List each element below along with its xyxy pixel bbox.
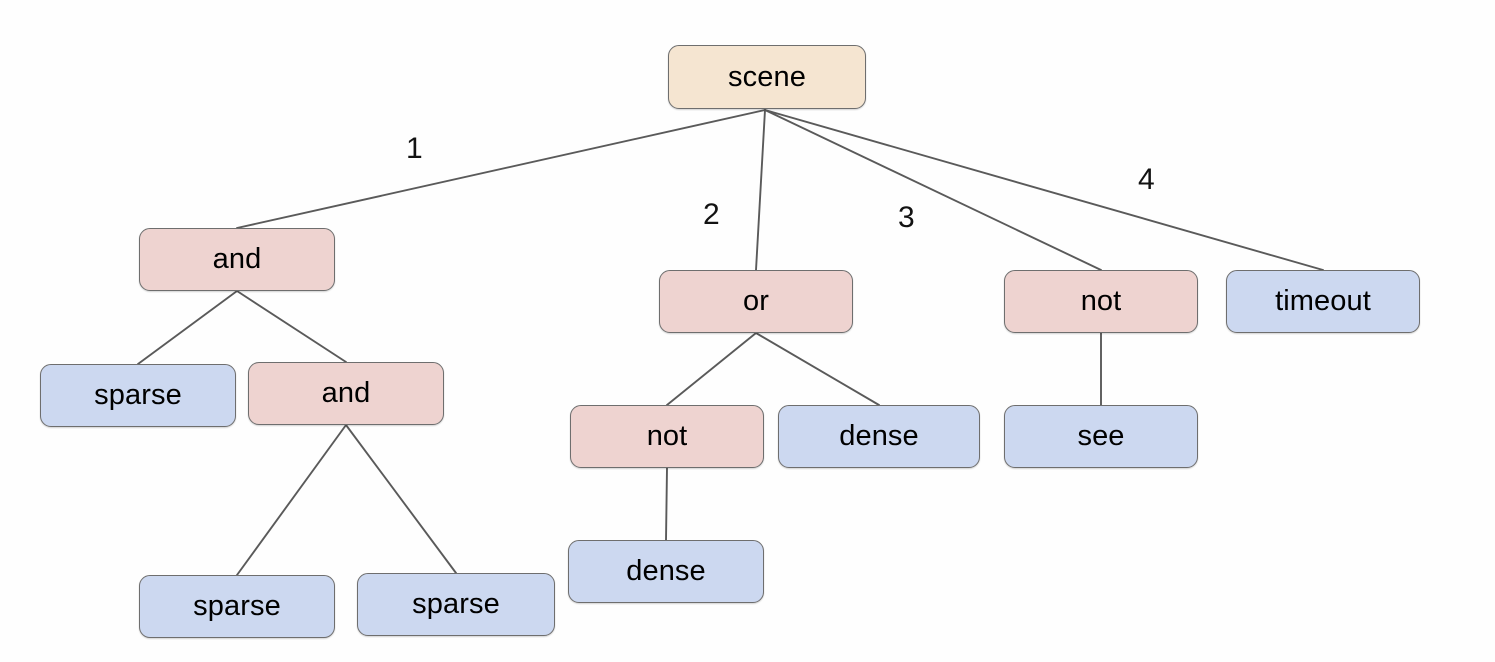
tree-node-label: sparse xyxy=(193,590,281,622)
tree-node-label: timeout xyxy=(1275,285,1371,317)
tree-node-not1[interactable]: not xyxy=(1004,270,1198,333)
tree-edge xyxy=(755,332,880,406)
tree-edge xyxy=(345,424,457,574)
tree-node-and2[interactable]: and xyxy=(248,362,444,425)
tree-node-not2[interactable]: not xyxy=(570,405,764,468)
tree-node-label: not xyxy=(1080,285,1122,317)
tree-edge xyxy=(764,109,1324,271)
tree-node-sparse2[interactable]: sparse xyxy=(139,575,335,638)
tree-edge xyxy=(236,109,766,229)
tree-node-label: sparse xyxy=(412,588,500,620)
tree-edge xyxy=(666,332,757,406)
tree-edge xyxy=(236,424,347,576)
tree-node-see1[interactable]: see xyxy=(1004,405,1198,468)
edge-label: 1 xyxy=(406,132,423,165)
tree-node-label: scene xyxy=(728,60,806,93)
tree-edge xyxy=(665,467,668,541)
tree-node-sparse1[interactable]: sparse xyxy=(40,364,236,427)
tree-node-dense1[interactable]: dense xyxy=(778,405,980,468)
tree-node-label: dense xyxy=(839,420,919,452)
edge-label: 4 xyxy=(1138,163,1155,196)
tree-node-sparse3[interactable]: sparse xyxy=(357,573,555,636)
tree-node-label: not xyxy=(646,420,688,452)
tree-edge xyxy=(236,290,347,363)
tree-node-and1[interactable]: and xyxy=(139,228,335,291)
edge-label: 2 xyxy=(703,198,720,231)
tree-node-label: sparse xyxy=(94,379,182,411)
tree-node-dense2[interactable]: dense xyxy=(568,540,764,603)
tree-edge xyxy=(137,290,238,365)
tree-node-scene[interactable]: scene xyxy=(668,45,866,109)
tree-node-label: dense xyxy=(626,555,706,587)
tree-node-label: and xyxy=(212,243,262,275)
tree-node-label: see xyxy=(1077,420,1125,452)
tree-node-or1[interactable]: or xyxy=(659,270,853,333)
edge-label: 3 xyxy=(898,201,915,234)
tree-edge xyxy=(764,109,1102,271)
tree-node-timeout1[interactable]: timeout xyxy=(1226,270,1420,333)
tree-edge xyxy=(755,109,766,271)
tree-node-label: and xyxy=(321,377,371,409)
tree-node-label: or xyxy=(743,285,769,317)
